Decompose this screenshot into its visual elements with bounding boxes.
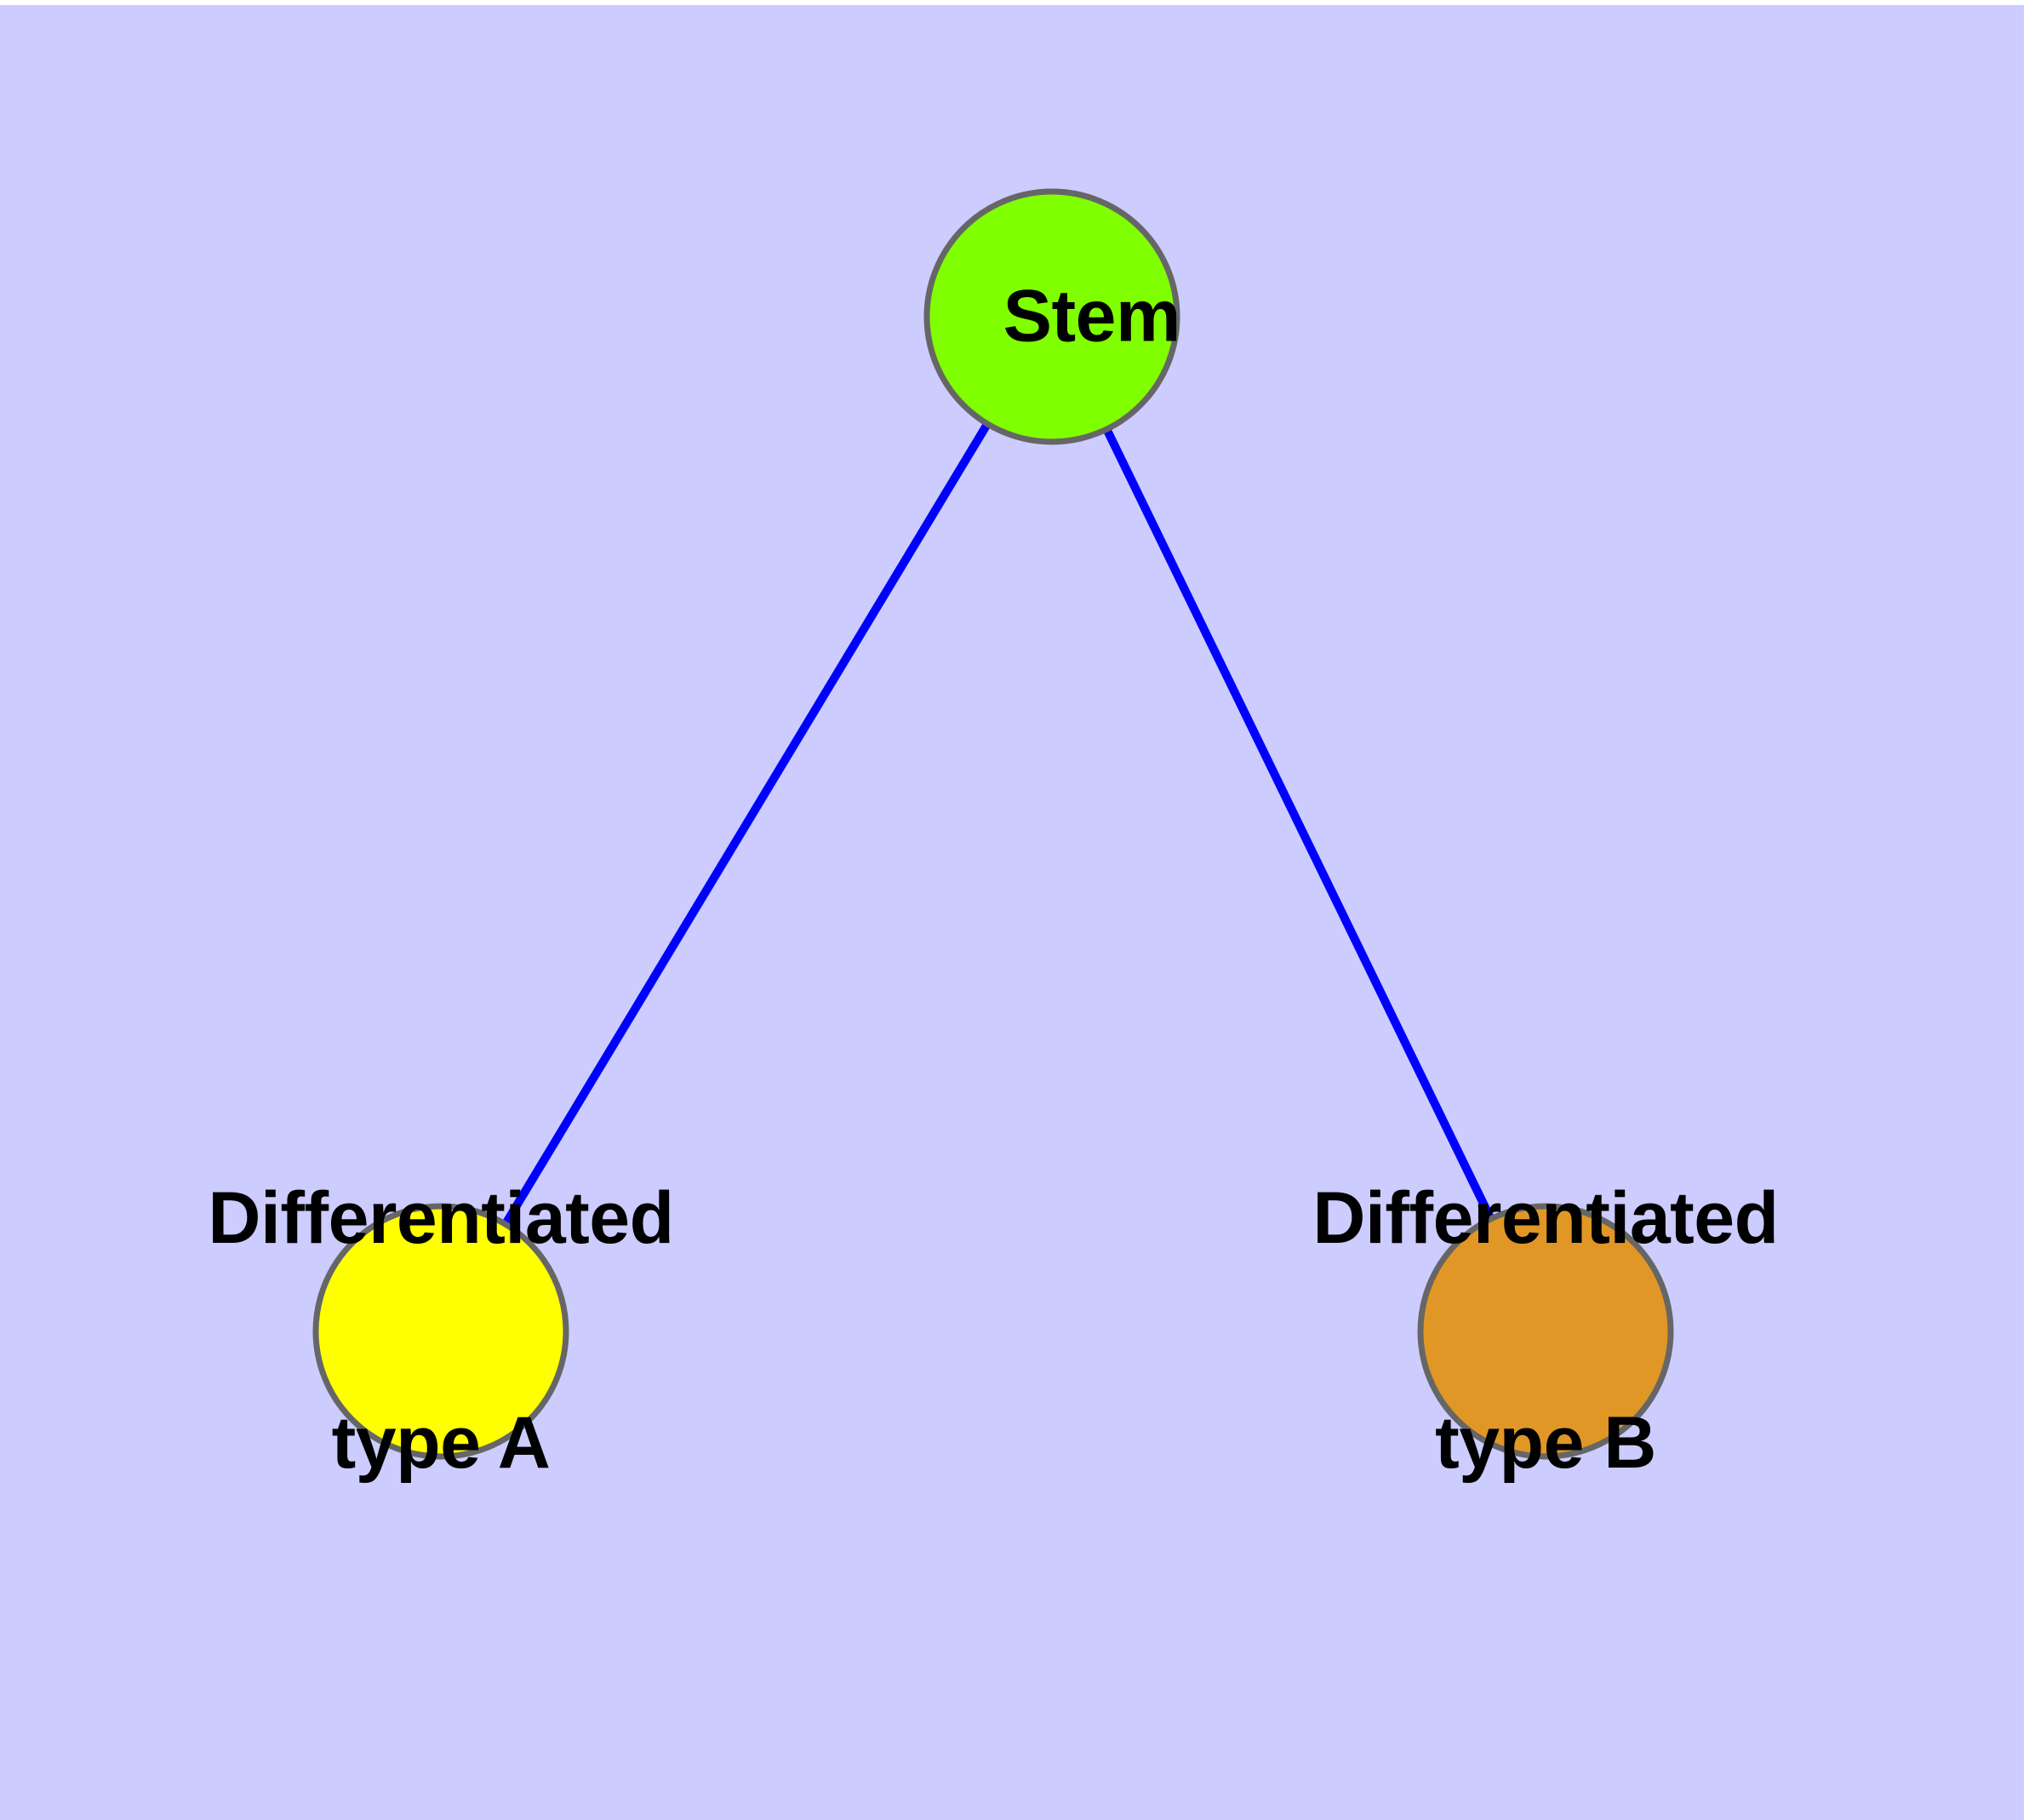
node-differentiated-type-a[interactable] xyxy=(312,1203,569,1460)
node-differentiated-type-b[interactable] xyxy=(1417,1203,1674,1460)
edge-stem-to-differentiated-type-a xyxy=(437,314,1056,1334)
node-layer xyxy=(312,188,1674,1460)
edge-layer xyxy=(437,314,1550,1334)
node-stem[interactable] xyxy=(923,188,1180,445)
edge-stem-to-differentiated-type-b xyxy=(1048,314,1550,1334)
